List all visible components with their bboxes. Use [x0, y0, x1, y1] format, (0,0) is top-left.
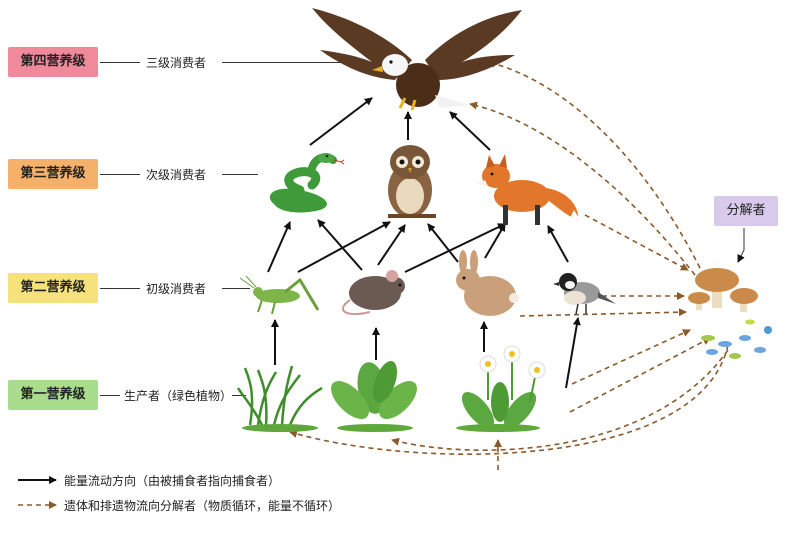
level-2-label: 第二营养级: [8, 273, 98, 303]
level-3-pointer: [222, 174, 258, 175]
level-4-connector: [100, 62, 140, 63]
level-3-label: 第三营养级: [8, 159, 98, 189]
arrow-daisy-bird: [565, 317, 581, 389]
level-1-pointer: [232, 395, 246, 396]
fox-illustration: [476, 154, 580, 225]
grasshopper-illustration: [239, 275, 320, 315]
level-1-role: 生产者（绿色植物）: [124, 389, 233, 403]
level-4-label: 第四营养级: [8, 47, 98, 77]
decomposer-pointer: [737, 228, 745, 263]
level-2-pointer: [222, 288, 250, 289]
arrow-mouse-fox: [404, 223, 506, 273]
matter-fox-decomposer: [584, 214, 689, 271]
level-2-role: 初级消费者: [146, 282, 207, 296]
energy-arrows: [267, 97, 581, 389]
grass-illustration: [236, 365, 323, 432]
matter-daisy-decomposer: [571, 329, 691, 385]
arrow-rabbit-fox: [484, 223, 506, 259]
decomposer-label: 分解者: [714, 196, 778, 226]
matter-decomposer-plants: [289, 344, 729, 455]
level-3-role: 次级消费者: [146, 168, 207, 182]
arrow-grasshopper-owl: [297, 221, 391, 273]
legend-energy-text: 能量流动方向（由被捕食者指向捕食者）: [64, 474, 281, 488]
broadleaf-plant-illustration: [331, 361, 417, 432]
level-4-pointer: [222, 62, 342, 63]
matter-arrows: [289, 59, 729, 470]
mouse-illustration: [342, 270, 405, 316]
arrow-mouse-snake: [317, 219, 363, 271]
arrow-mouse-owl: [377, 224, 406, 266]
arrow-rabbit-owl: [427, 223, 459, 263]
arrow-bird-fox: [547, 225, 569, 263]
rabbit-illustration: [456, 250, 519, 316]
matter-decomposer-eagle: [487, 59, 701, 269]
bird-illustration: [553, 273, 616, 315]
level-2-connector: [100, 288, 140, 289]
matter-to-mid-plant: [391, 349, 729, 451]
arrow-grasshopper-snake: [267, 221, 291, 273]
level-1-connector: [100, 395, 120, 396]
arrow-fox-eagle: [449, 111, 491, 151]
matter-decomposer-eagle-2: [469, 101, 696, 276]
legend-matter-text: 遗体和排遗物流向分解者（物质循环，能量不循环）: [64, 499, 341, 513]
level-1-label: 第一营养级: [8, 380, 98, 410]
decomposer-illustration: [688, 268, 772, 359]
arrow-snake-eagle: [309, 97, 373, 146]
owl-illustration: [388, 145, 436, 218]
eagle-illustration: [312, 8, 522, 111]
snake-illustration: [269, 153, 345, 213]
level-4-role: 三级消费者: [146, 56, 207, 70]
daisy-plant-illustration: [456, 345, 546, 432]
level-3-connector: [100, 174, 140, 175]
matter-rabbit-decomposer: [519, 308, 687, 317]
